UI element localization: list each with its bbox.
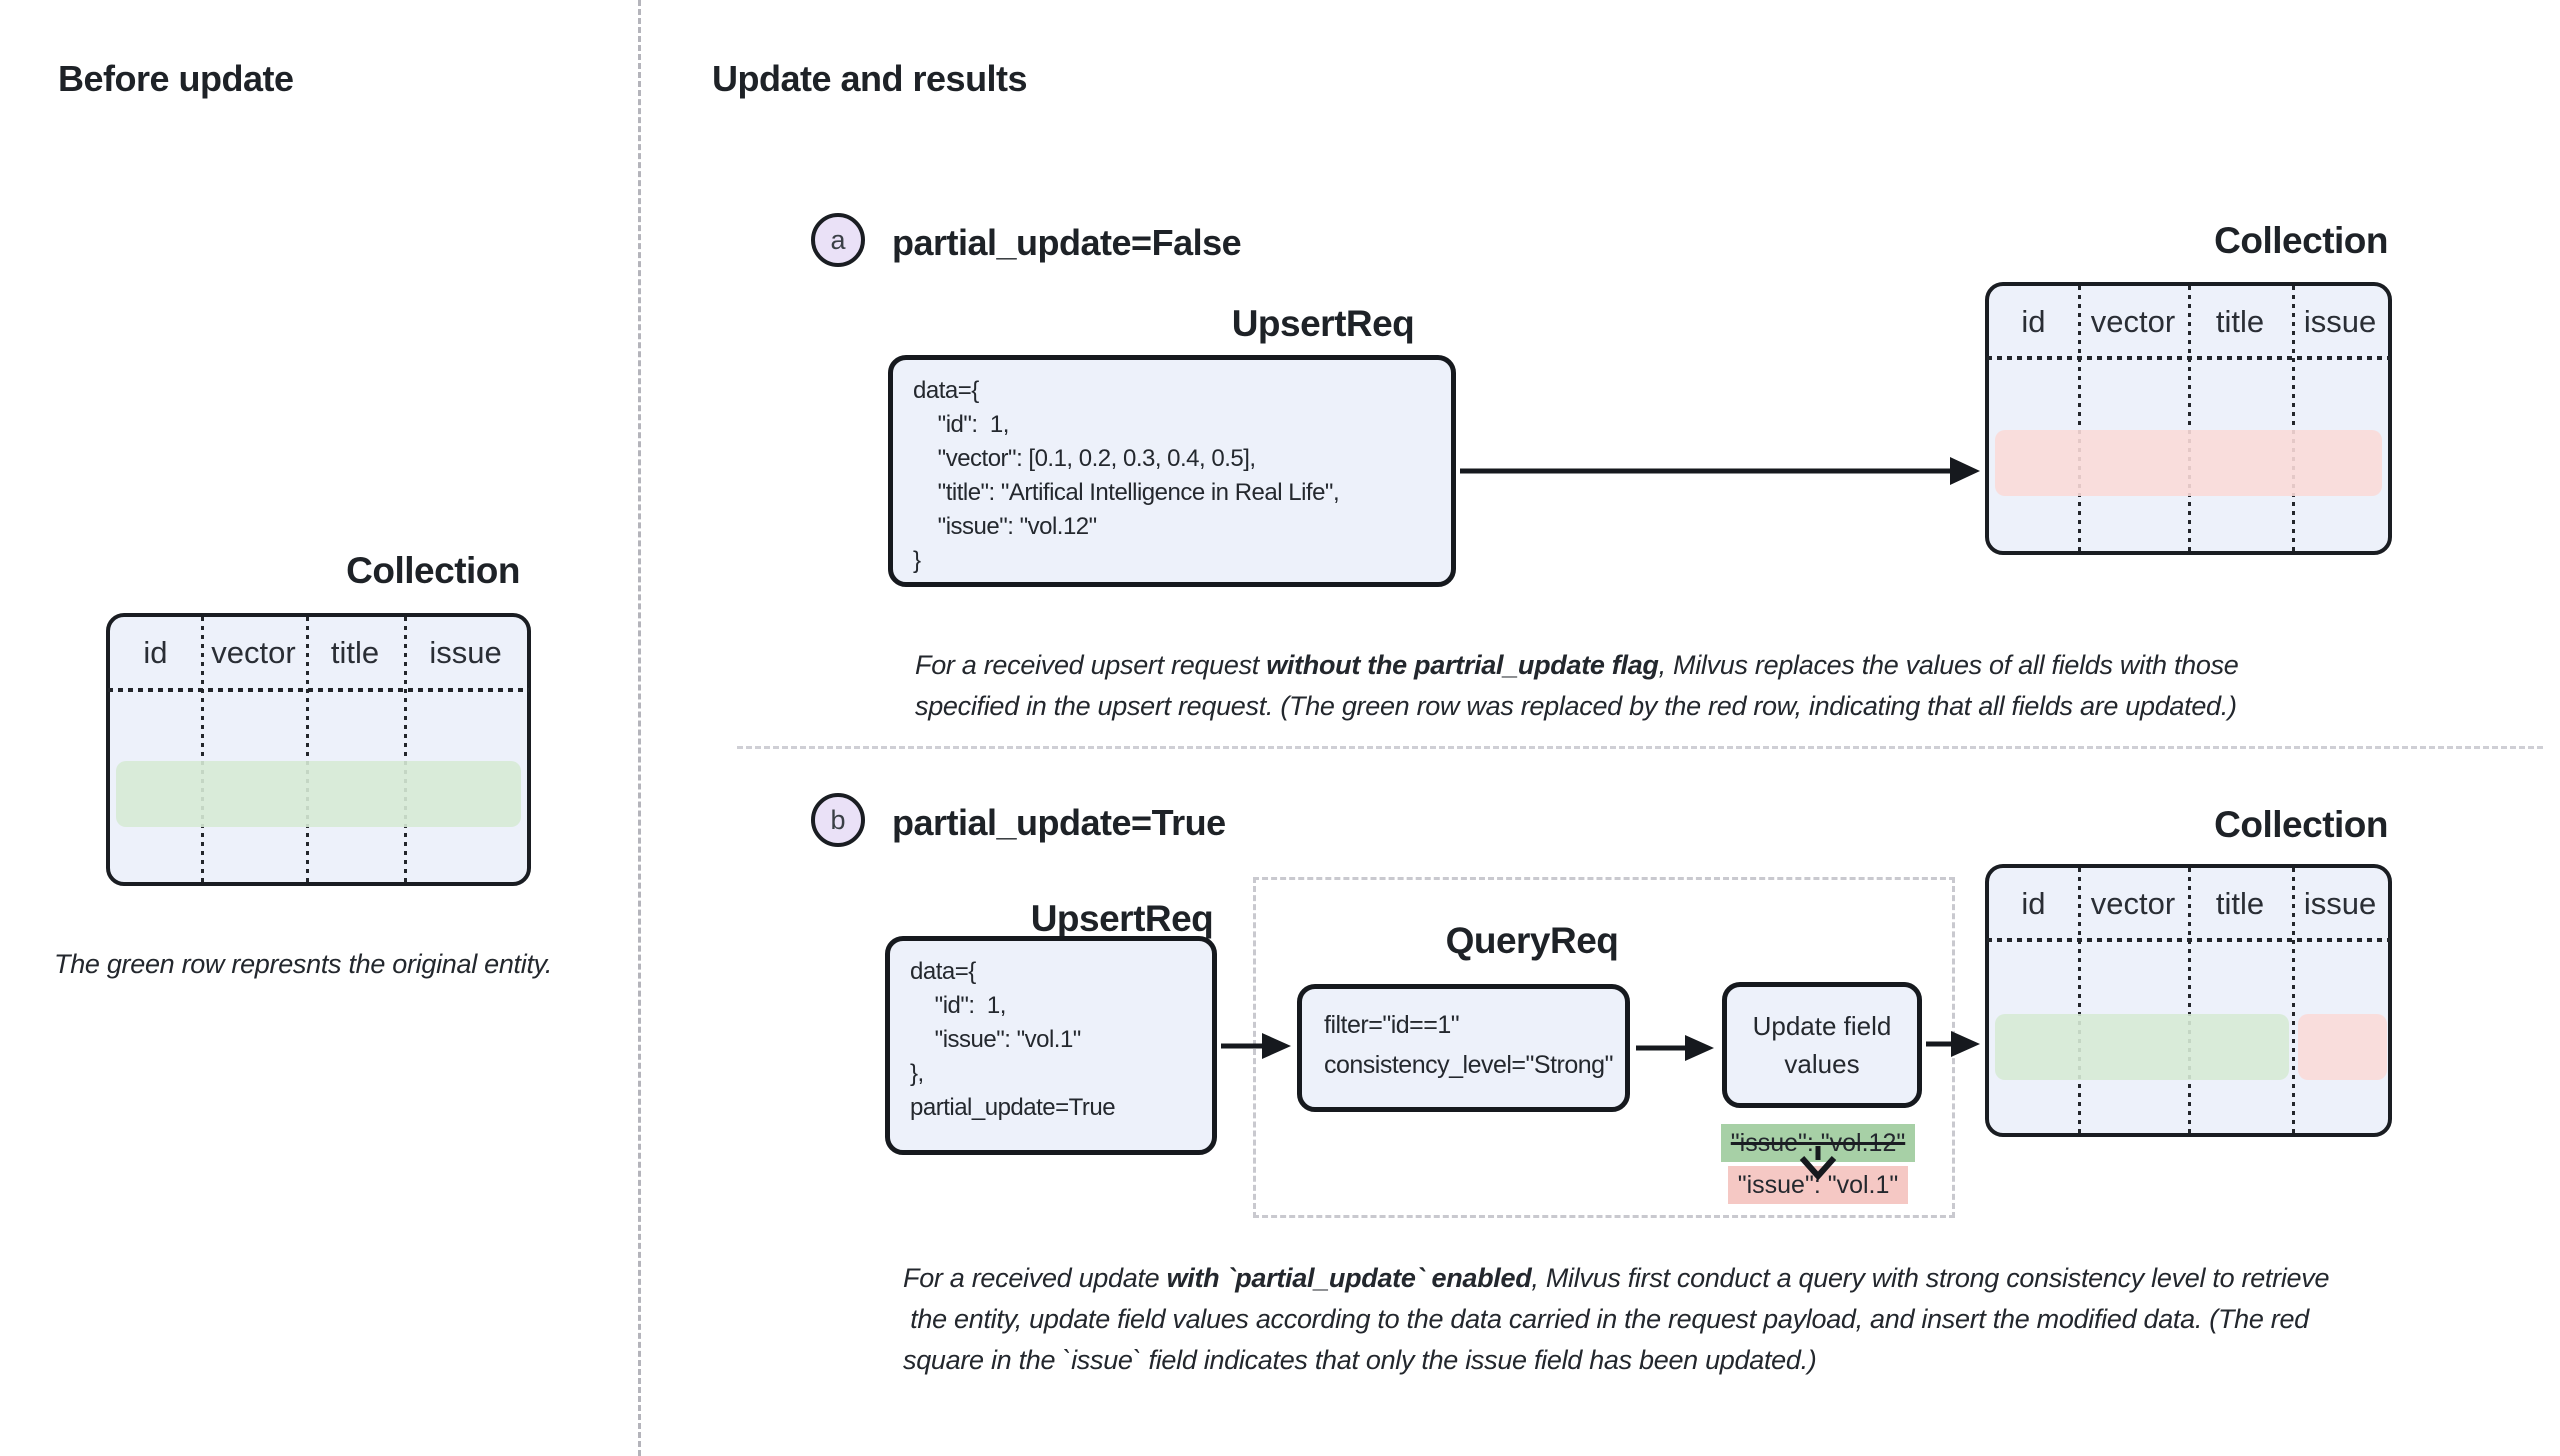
column-separator [2188, 868, 2191, 1133]
collection-b-table: id vector title issue [1985, 864, 2392, 1137]
header-cell-vector: vector [2090, 886, 2176, 921]
before-update-heading: Before update [58, 58, 294, 99]
note-a-prefix: For a received upsert request [915, 650, 1267, 680]
section-divider [737, 746, 2543, 749]
new-value-chip: "issue": "vol.1" [1727, 1166, 1909, 1204]
section-b-badge: b [811, 793, 865, 847]
green-partial-row-highlight [1995, 1014, 2289, 1080]
table-header-row: id vector title issue [110, 617, 527, 689]
header-cell-id: id [143, 635, 168, 670]
upsertreq-a-label: UpsertReq [1231, 303, 1415, 344]
column-separator [2078, 286, 2081, 551]
upsertreq-b-box: data={ "id": 1, "issue": "vol.1" }, part… [885, 936, 1217, 1155]
table-header-row: id vector title issue [1989, 286, 2388, 358]
new-value-chip-wrap: "issue": "vol.1" [1700, 1166, 1936, 1204]
left-collection-table: id vector title issue [106, 613, 531, 886]
green-row-highlight [116, 761, 521, 827]
note-b-bold: with `partial_update` enabled [1166, 1263, 1532, 1293]
header-cell-vector: vector [211, 635, 296, 670]
queryreq-label: QueryReq [1445, 920, 1619, 961]
header-cell-id: id [2021, 886, 2046, 921]
header-cell-issue: issue [2303, 886, 2377, 921]
header-cell-vector: vector [2090, 304, 2176, 339]
section-a-note: For a received upsert request without th… [915, 645, 2395, 727]
upsertreq-a-box: data={ "id": 1, "vector": [0.1, 0.2, 0.3… [888, 355, 1456, 587]
header-cell-title: title [2215, 886, 2265, 921]
queryreq-box: filter="id==1" consistency_level="Strong… [1297, 984, 1630, 1112]
queryreq-code: filter="id==1" consistency_level="Strong… [1324, 1011, 1613, 1079]
header-cell-title: title [2215, 304, 2265, 339]
column-separator [201, 617, 204, 882]
column-separator [2292, 286, 2295, 551]
note-b-prefix: For a received update [903, 1263, 1167, 1293]
header-separator [1987, 938, 2390, 942]
column-separator [306, 617, 309, 882]
red-issue-cell-highlight [2298, 1014, 2387, 1080]
old-value-chip-wrap: "issue": "vol.12" [1700, 1124, 1936, 1162]
collection-b-label: Collection [2214, 804, 2388, 845]
header-separator [108, 688, 529, 692]
upsertreq-b-code: data={ "id": 1, "issue": "vol.1" }, part… [910, 958, 1116, 1121]
table-header-row: id vector title issue [1989, 868, 2388, 940]
left-collection-label: Collection [346, 550, 520, 591]
note-a-bold: without the partrial_update flag [1266, 650, 1659, 680]
red-row-highlight [1995, 430, 2382, 496]
vertical-divider [638, 0, 641, 1456]
update-results-heading: Update and results [712, 58, 1028, 99]
collection-a-label: Collection [2214, 220, 2388, 261]
collection-a-table: id vector title issue [1985, 282, 2392, 555]
section-b-title: partial_update=True [892, 802, 1226, 843]
upsertreq-a-code: data={ "id": 1, "vector": [0.1, 0.2, 0.3… [913, 377, 1340, 574]
arrow-head-icon [1951, 1031, 1980, 1057]
column-separator [2188, 286, 2191, 551]
header-separator [1987, 356, 2390, 360]
header-cell-issue: issue [2303, 304, 2377, 339]
arrow-head-icon [1950, 457, 1980, 485]
old-value-chip: "issue": "vol.12" [1720, 1124, 1916, 1162]
column-separator [2292, 868, 2295, 1133]
header-cell-issue: issue [429, 635, 502, 670]
column-separator [404, 617, 407, 882]
left-caption: The green row represnts the original ent… [54, 949, 553, 979]
column-separator [2078, 868, 2081, 1133]
update-field-values-box: Update field values [1722, 982, 1922, 1108]
upsertreq-b-label: UpsertReq [1030, 898, 1214, 939]
section-a-title: partial_update=False [892, 222, 1242, 263]
note-a-suffix: , Milvus replaces the values of all fiel… [915, 650, 2239, 721]
note-b-suffix: , Milvus first conduct a query with stro… [903, 1263, 2330, 1375]
header-cell-title: title [330, 635, 380, 670]
section-b-note: For a received update with `partial_upda… [903, 1258, 2443, 1381]
section-a-badge: a [811, 213, 865, 267]
header-cell-id: id [2021, 304, 2046, 339]
